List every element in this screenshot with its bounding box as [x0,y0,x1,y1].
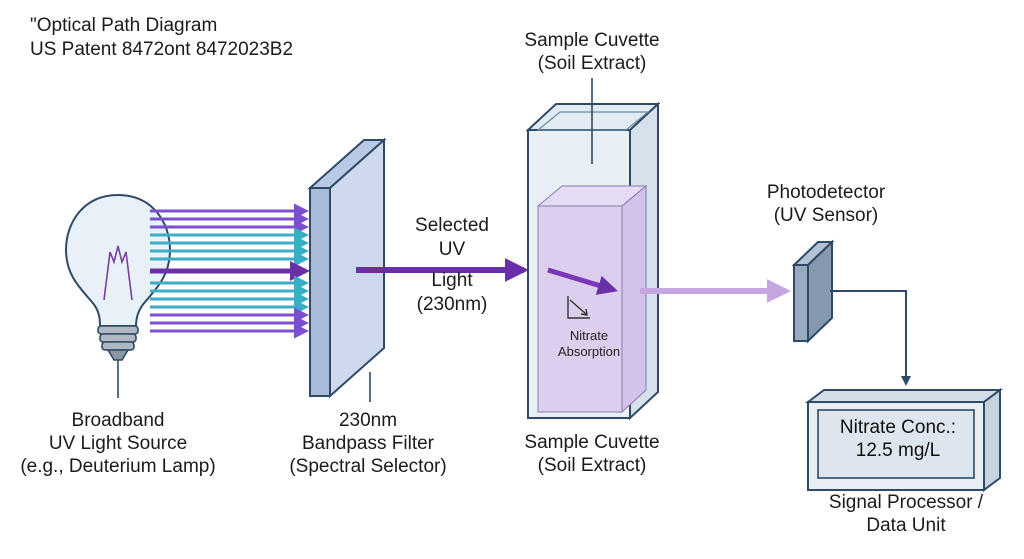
photodetector-label: Photodetector (UV Sensor) [766,182,886,226]
title-line-2: US Patent 8472ont 8472023B2 [30,39,294,61]
filter-label: 230nm Bandpass Filter (Spectral Selector… [289,410,447,477]
diagram-title: "Optical Path Diagram US Patent 8472ont … [30,14,293,63]
readout-value: 12.5 mg/L [855,440,941,462]
signal-wire [830,290,911,386]
light-bulb-icon [64,193,172,398]
signal-processor-unit [805,388,1003,492]
photodetector [791,239,835,344]
downward-slope-icon [567,296,590,319]
cuvette-top-label: Sample Cuvette (Soil Extract) [524,30,660,74]
cuvette-bottom-label: Sample Cuvette (Soil Extract) [524,432,660,476]
display-screen [817,409,975,479]
light-source-label: Broadband UV Light Source (e.g., Deuteri… [20,410,216,477]
absorption-label: Nitrate Absorption [557,328,621,359]
nitrate-readout: Nitrate Conc.: 12.5 mg/L [820,410,976,462]
sample-cuvette [525,78,661,421]
broadband-rays [150,203,310,339]
readout-label: Nitrate Conc.: [839,417,957,438]
selected-light-label: Selected UV Light (230nm) [415,215,489,315]
title-line-1: "Optical Path Diagram [30,15,218,36]
processor-label: Signal Processor / Data Unit [828,492,984,536]
